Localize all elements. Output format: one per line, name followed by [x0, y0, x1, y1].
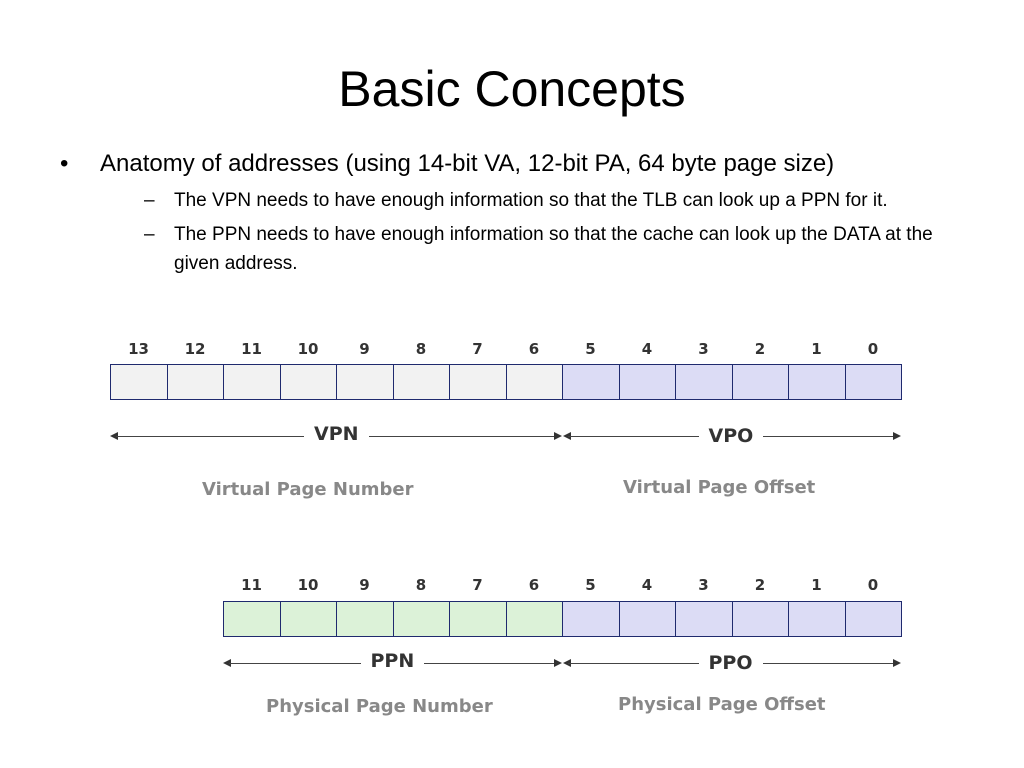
pa-bit-number: 6: [528, 576, 540, 594]
pa-lower-arrow-left-head: [563, 659, 571, 667]
bullet-text: Anatomy of addresses (using 14-bit VA, 1…: [100, 150, 835, 177]
pa-bit-cell: [449, 601, 507, 637]
va-bit-number: 9: [359, 340, 370, 358]
va-bit-cell: [788, 364, 846, 400]
va-bit-number: 13: [128, 340, 149, 358]
va-bit-cell: [731, 364, 789, 400]
va-lower-description: Virtual Page Offset: [623, 477, 816, 498]
bullet-list: • Anatomy of addresses (using 14-bit VA,…: [60, 150, 970, 278]
bullet-glyph: •: [60, 150, 69, 177]
va-bit-cell: [562, 364, 620, 400]
va-upper-arrow-right-head: [554, 432, 562, 440]
pa-bit-cell: [731, 601, 789, 637]
pa-upper-label: PPN: [360, 650, 425, 672]
va-upper-description: Virtual Page Number: [202, 479, 414, 500]
pa-bit-cell: [223, 601, 281, 637]
va-bit-cell: [618, 364, 676, 400]
pa-bit-number: 5: [585, 576, 596, 594]
pa-lower-label: PPO: [698, 652, 763, 674]
va-lower-arrow-right-head: [893, 432, 901, 440]
va-bit-number: 10: [297, 340, 319, 358]
va-bit-cell: [223, 364, 281, 400]
va-bit-number: 8: [415, 340, 427, 358]
va-bit-number: 1: [811, 340, 822, 358]
pa-bit-number: 2: [754, 576, 766, 594]
pa-bit-cell: [618, 601, 676, 637]
pa-bit-cell: [505, 601, 563, 637]
pa-bit-number: 11: [241, 576, 262, 594]
pa-bit-cell: [562, 601, 620, 637]
pa-lower-arrow-right-head: [893, 659, 901, 667]
va-bit-number: 12: [184, 340, 206, 358]
va-bit-number: 2: [754, 340, 766, 358]
pa-bit-number: 9: [359, 576, 370, 594]
pa-bit-number: 0: [867, 576, 879, 594]
va-bit-cell: [279, 364, 337, 400]
va-bit-cell: [675, 364, 733, 400]
pa-bit-number: 3: [698, 576, 709, 594]
pa-upper-description: Physical Page Number: [266, 696, 493, 717]
dash-glyph: –: [144, 189, 155, 211]
pa-bit-cell: [675, 601, 733, 637]
pa-bit-cell: [279, 601, 337, 637]
va-bit-number: 7: [472, 340, 483, 358]
pa-bit-number: 4: [641, 576, 653, 594]
va-upper-arrow-left-head: [110, 432, 118, 440]
pa-bit-number: 10: [297, 576, 319, 594]
va-bit-cell: [110, 364, 168, 400]
va-lower-label: VPO: [698, 425, 764, 447]
sub-bullet-text: The PPN needs to have enough information…: [174, 224, 933, 274]
va-bit-cell: [505, 364, 563, 400]
va-bit-number: 0: [867, 340, 879, 358]
dash-glyph: –: [144, 224, 155, 246]
slide-title: Basic Concepts: [338, 61, 686, 117]
va-bit-number: 11: [241, 340, 262, 358]
va-bit-cell: [844, 364, 902, 400]
sub-bullet-text: The VPN needs to have enough information…: [174, 189, 888, 211]
va-bit-cell: [166, 364, 224, 400]
va-bit-cell: [392, 364, 450, 400]
va-bit-number: 5: [585, 340, 596, 358]
sub-bullet-item: – The VPN needs to have enough informati…: [144, 187, 980, 216]
pa-bit-number: 7: [472, 576, 483, 594]
va-bit-number: 3: [698, 340, 709, 358]
va-bit-number: 4: [641, 340, 653, 358]
bullet-item: • Anatomy of addresses (using 14-bit VA,…: [60, 150, 970, 179]
va-lower-arrow-left-head: [563, 432, 571, 440]
pa-bit-number: 1: [811, 576, 822, 594]
va-bit-number: 6: [528, 340, 540, 358]
pa-bit-cell: [392, 601, 450, 637]
pa-bit-cell: [788, 601, 846, 637]
va-upper-label: VPN: [304, 423, 369, 445]
pa-upper-arrow-left-head: [223, 659, 231, 667]
pa-bit-cell: [844, 601, 902, 637]
pa-upper-arrow-right-head: [554, 659, 562, 667]
va-bit-cell: [449, 364, 507, 400]
pa-bit-cell: [336, 601, 394, 637]
pa-bit-number: 8: [415, 576, 427, 594]
pa-lower-description: Physical Page Offset: [618, 694, 826, 715]
va-bit-cell: [336, 364, 394, 400]
sub-bullet-item: – The PPN needs to have enough informati…: [144, 221, 980, 278]
